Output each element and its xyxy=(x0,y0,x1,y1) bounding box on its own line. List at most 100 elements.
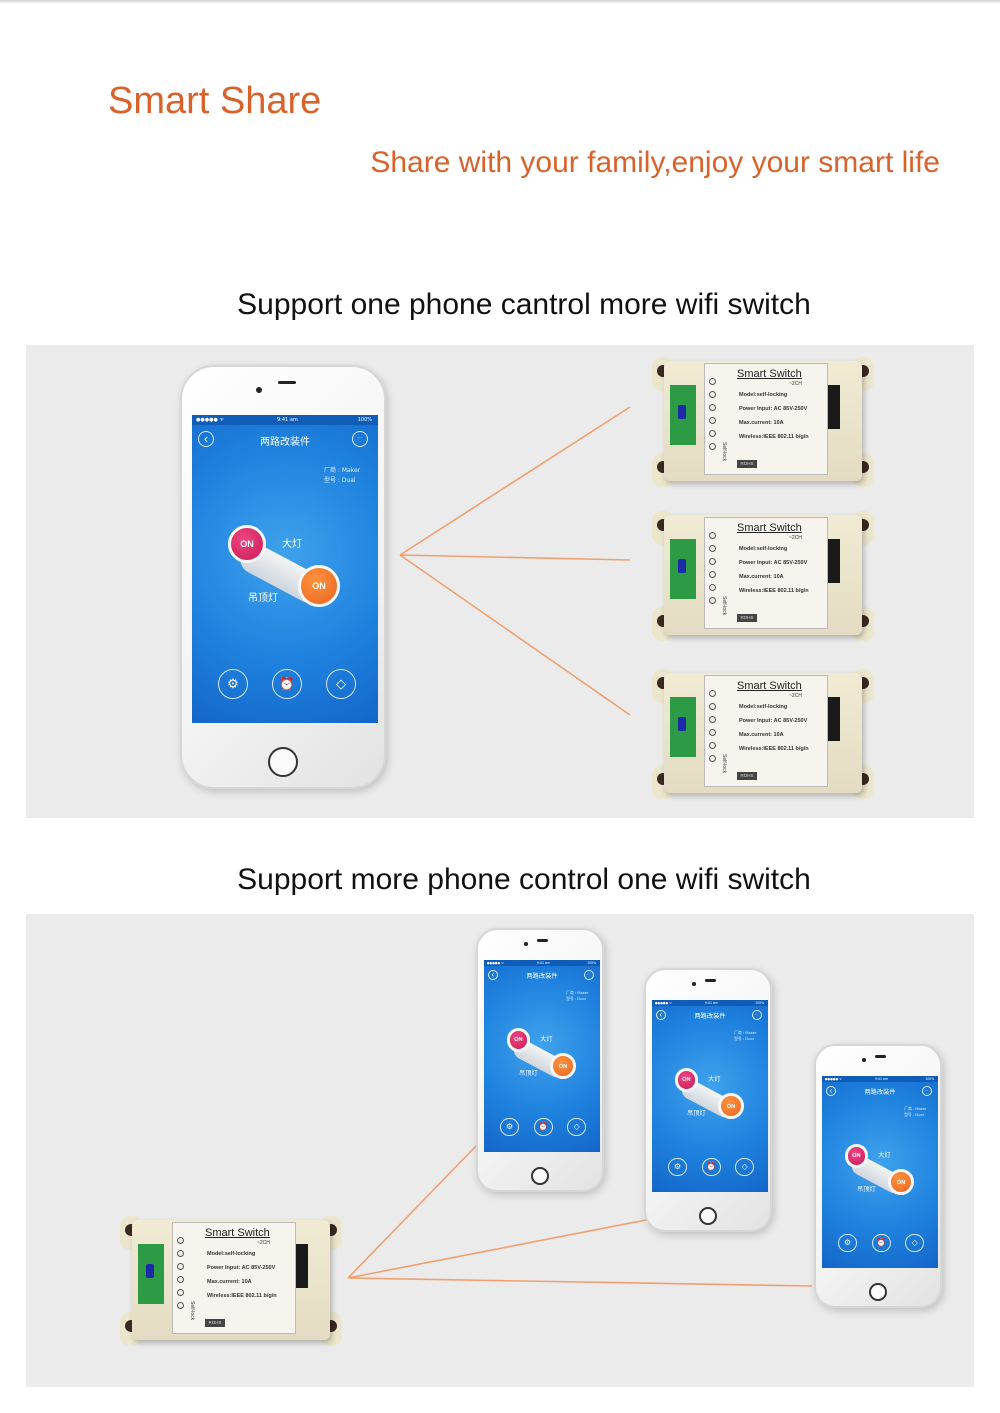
back-icon[interactable]: ‹ xyxy=(825,1085,836,1096)
on-label: ON xyxy=(682,1077,691,1084)
front-camera xyxy=(692,982,696,987)
tag-icon[interactable]: ◇ xyxy=(735,1157,755,1177)
spec-line2: Power Input: AC 85V-250V xyxy=(739,560,808,566)
light1-label: 大灯 xyxy=(540,1036,553,1044)
more-icon[interactable]: ··· xyxy=(751,1009,762,1020)
alarm-clock-icon[interactable]: ⏰ xyxy=(701,1157,721,1177)
more-icon[interactable]: ··· xyxy=(352,431,368,447)
pair-button[interactable] xyxy=(678,405,686,419)
section2-heading: Support more phone control one wifi swit… xyxy=(237,863,811,896)
settings-icon[interactable]: ⚙ xyxy=(668,1157,687,1177)
front-camera xyxy=(256,387,263,393)
indicator-dot xyxy=(177,1289,184,1296)
pair-button[interactable] xyxy=(678,717,686,731)
home-button[interactable] xyxy=(698,1206,718,1226)
light2-on-button[interactable]: ON xyxy=(550,1053,577,1080)
indicator-dot xyxy=(709,755,716,762)
front-camera xyxy=(862,1058,866,1063)
spec-line3: Max.current: 10A xyxy=(739,732,784,738)
alarm-clock-icon[interactable]: ⏰ xyxy=(272,669,302,699)
tag-icon[interactable]: ◇ xyxy=(567,1117,587,1137)
light1-on-button[interactable]: ON xyxy=(844,1144,869,1168)
light1-on-button[interactable]: ON xyxy=(674,1068,699,1092)
earpiece-speaker xyxy=(278,381,296,384)
indicator-dot xyxy=(709,742,716,749)
settings-icon[interactable]: ⚙ xyxy=(218,669,248,699)
connection-line xyxy=(347,1219,647,1279)
light2-on-button[interactable]: ON xyxy=(718,1093,745,1120)
indicator-dot xyxy=(709,430,716,437)
indicator-dot xyxy=(709,716,716,723)
indicator-dot xyxy=(709,729,716,736)
settings-icon[interactable]: ⚙ xyxy=(500,1117,519,1137)
more-icon[interactable]: ··· xyxy=(583,969,594,980)
spec-line1: Model:self-locking xyxy=(739,704,788,710)
spec-line2: Power Input: AC 85V-250V xyxy=(207,1265,276,1271)
channel-label: ~2CH xyxy=(789,381,802,387)
status-battery: 100% xyxy=(755,1000,765,1005)
terminal-indicators xyxy=(709,532,719,622)
spec-line1: Model:self-locking xyxy=(207,1251,256,1257)
status-battery: 100% xyxy=(925,1076,935,1081)
indicator-dot xyxy=(709,378,716,385)
home-button[interactable] xyxy=(530,1166,550,1186)
indicator-dot xyxy=(709,703,716,710)
back-icon[interactable]: ‹ xyxy=(198,431,214,447)
indicator-dot xyxy=(709,532,716,539)
alarm-clock-icon[interactable]: ⏰ xyxy=(871,1233,891,1253)
pair-button[interactable] xyxy=(146,1264,154,1278)
switch-name: Smart Switch xyxy=(737,522,802,534)
indicator-dot xyxy=(709,417,716,424)
page-subtitle: Share with your family,enjoy your smart … xyxy=(370,146,940,179)
light1-on-button[interactable]: ON xyxy=(506,1028,531,1052)
status-carrier: ●●●●● ᯤ xyxy=(824,1076,842,1081)
status-carrier: ●●●●● ᯤ xyxy=(654,1000,672,1005)
more-icon[interactable]: ··· xyxy=(921,1085,932,1096)
on-label: ON xyxy=(240,539,254,549)
spec-line1: Model:self-locking xyxy=(739,546,788,552)
indicator-dot xyxy=(177,1237,184,1244)
connection-line xyxy=(399,554,631,716)
home-button[interactable] xyxy=(268,747,298,777)
self-lock-label: Self-lock xyxy=(721,754,727,774)
on-label: ON xyxy=(896,1180,906,1187)
channel-label: ~2CH xyxy=(789,535,802,541)
light2-on-button[interactable]: ON xyxy=(298,565,340,607)
light1-on-button[interactable]: ON xyxy=(228,525,266,563)
channel-label: ~2CH xyxy=(257,1240,270,1246)
indicator-dot xyxy=(709,443,716,450)
model-info: 型号 : Dual xyxy=(904,1113,924,1118)
pair-button[interactable] xyxy=(678,559,686,573)
front-camera xyxy=(524,942,528,947)
light2-on-button[interactable]: ON xyxy=(888,1169,915,1196)
terminal-indicators xyxy=(709,378,719,468)
indicator-dot xyxy=(709,584,716,591)
back-icon[interactable]: ‹ xyxy=(655,1009,666,1020)
on-label: ON xyxy=(726,1104,736,1111)
settings-icon[interactable]: ⚙ xyxy=(838,1233,857,1253)
indicator-dot xyxy=(709,545,716,552)
back-icon[interactable]: ‹ xyxy=(487,969,498,980)
light1-label: 大灯 xyxy=(708,1076,721,1084)
connection-line xyxy=(347,1277,813,1287)
switch-name: Smart Switch xyxy=(737,368,802,380)
self-lock-label: Self-lock xyxy=(189,1301,195,1321)
channel-label: ~2CH xyxy=(789,693,802,699)
light1-label: 大灯 xyxy=(878,1152,891,1160)
connection-line xyxy=(399,406,631,556)
tag-icon[interactable]: ◇ xyxy=(905,1233,925,1253)
alarm-clock-icon[interactable]: ⏰ xyxy=(533,1117,553,1137)
tag-icon[interactable]: ◇ xyxy=(326,669,356,699)
home-button[interactable] xyxy=(868,1282,888,1302)
